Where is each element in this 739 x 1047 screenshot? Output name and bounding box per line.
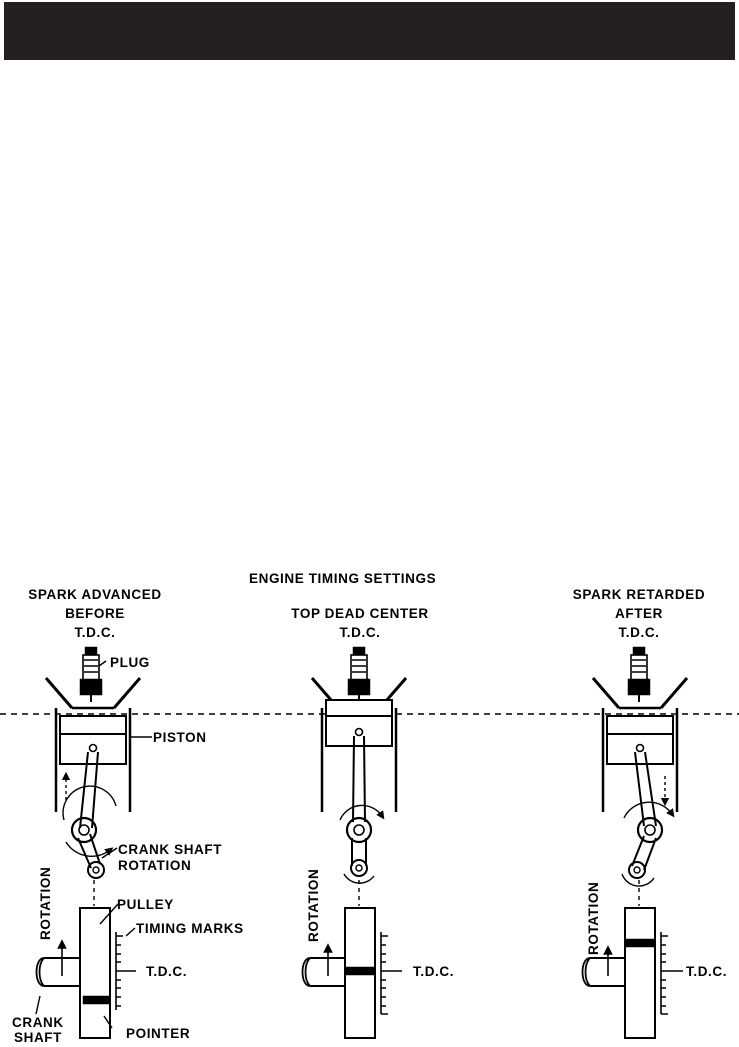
panel-1-heading-line-3: T.D.C. (74, 625, 116, 640)
tdc-mark-label-2: T.D.C. (413, 964, 455, 979)
engine-panel-advanced (35, 646, 152, 1039)
pointer-label: POINTER (126, 1026, 191, 1041)
plug-label: PLUG (110, 655, 150, 670)
engine-panel-retarded (581, 646, 689, 1039)
crank-shaft-label-line-1: CRANK (12, 1015, 64, 1030)
timing-marks-label: TIMING MARKS (136, 921, 244, 936)
panel-1-heading-line-1: SPARK ADVANCED (28, 587, 162, 602)
crank-shaft-rotation-label-line-1: CRANK SHAFT (118, 842, 223, 857)
panel-3-heading-line-1: SPARK RETARDED (572, 587, 706, 602)
header-bar (4, 2, 735, 60)
piston-label: PISTON (153, 730, 207, 745)
panel-1-heading-line-2: BEFORE (65, 606, 125, 621)
crank-shaft-label-line-2: SHAFT (14, 1030, 62, 1045)
panel-3-heading-line-3: T.D.C. (618, 625, 660, 640)
diagram-title: ENGINE TIMING SETTINGS (249, 571, 437, 586)
panel-2-heading-line-1: TOP DEAD CENTER (291, 606, 429, 621)
engine-panel-tdc (301, 646, 408, 1039)
tdc-mark-label-3: T.D.C. (686, 964, 728, 979)
tdc-mark-label-1: T.D.C. (146, 964, 188, 979)
panel-2-heading-line-2: T.D.C. (339, 625, 381, 640)
panel-3-heading-line-2: AFTER (615, 606, 663, 621)
crank-shaft-rotation-label-line-2: ROTATION (118, 858, 192, 873)
pulley-label: PULLEY (117, 897, 174, 912)
